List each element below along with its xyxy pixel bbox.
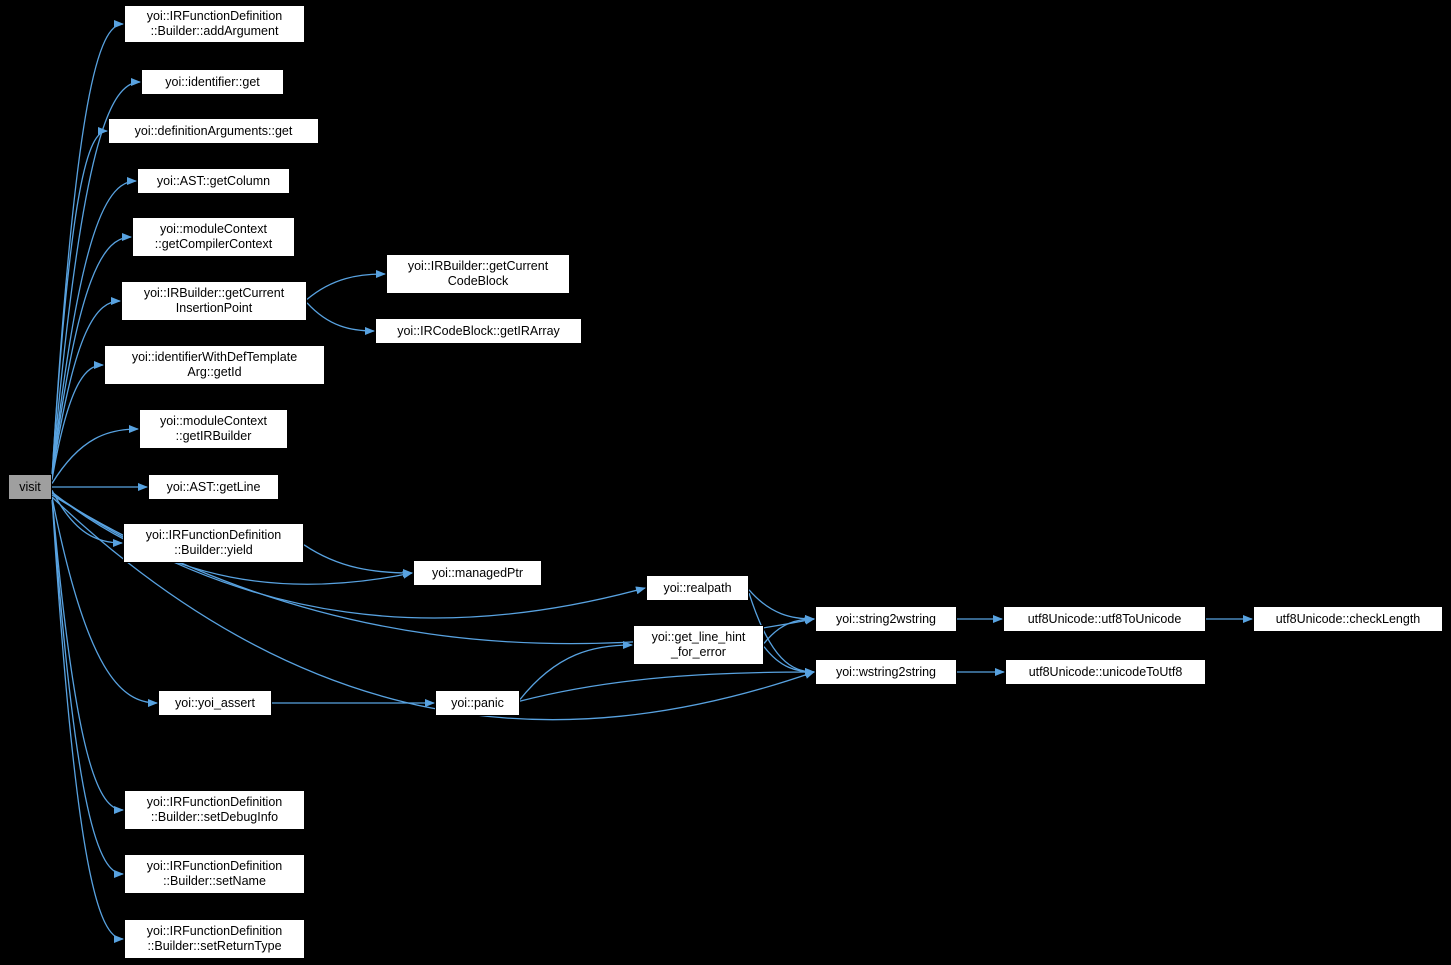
node-managedPtr[interactable]: yoi::managedPtr (413, 560, 542, 586)
node-label-line: ::Builder::setReturnType (147, 939, 282, 953)
node-label-line: yoi::moduleContext (159, 222, 267, 236)
edge-visit-to-setName (51, 496, 124, 878)
node-label-line: yoi::realpath (663, 580, 732, 595)
edge-panic-to-getLineHint (519, 641, 633, 700)
node-label-line: _for_error (671, 645, 726, 659)
edge-visit-to-getCurrentInsertionPoint (51, 297, 121, 478)
edge-visit-to-getColumn (51, 177, 137, 478)
node-label-line: visit (19, 479, 41, 494)
node-label-line: yoi::IRFunctionDefinition (146, 859, 283, 873)
node-panic[interactable]: yoi::panic (435, 690, 520, 716)
node-getIRArray[interactable]: yoi::IRCodeBlock::getIRArray (375, 318, 582, 344)
edge-visit-to-getIRBuilder (51, 425, 139, 484)
node-label-line: CodeBlock (447, 274, 509, 288)
edge-visit-to-setReturnType (51, 496, 124, 943)
edge-visit-to-yoiAssert (51, 496, 158, 707)
node-label-line: Arg::getId (187, 365, 242, 379)
node-label-line: ::Builder::setDebugInfo (150, 810, 279, 824)
node-string2wstring[interactable]: yoi::string2wstring (815, 606, 957, 632)
node-label-line: utf8Unicode::utf8ToUnicode (1027, 611, 1182, 626)
node-label-line: ::getCompilerContext (154, 237, 273, 251)
node-label-line: yoi::AST::getColumn (156, 173, 271, 188)
node-getLine[interactable]: yoi::AST::getLine (148, 474, 279, 500)
node-identifierGet[interactable]: yoi::identifier::get (141, 69, 284, 95)
node-label-line: yoi::IRFunctionDefinition (146, 924, 283, 938)
node-label-line: yoi::panic (451, 695, 504, 710)
node-label-line: yoi::definitionArguments::get (134, 123, 293, 138)
node-getCompilerContext[interactable]: yoi::moduleContext::getCompilerContext (132, 217, 295, 257)
edge-visit-to-wstring2string (51, 496, 815, 721)
node-unicodeToUtf8[interactable]: utf8Unicode::unicodeToUtf8 (1005, 659, 1206, 685)
node-visit: visit (8, 474, 52, 500)
node-label-line: yoi::IRFunctionDefinition (146, 9, 283, 23)
node-getIRBuilder[interactable]: yoi::moduleContext::getIRBuilder (139, 409, 288, 449)
edge-getCurrentInsertionPoint-to-getIRArray (306, 302, 375, 335)
node-label-line: yoi::yoi_assert (175, 695, 255, 710)
edge-getCurrentInsertionPoint-to-getCurrentCodeBlock (306, 270, 386, 300)
node-label-line: yoi::identifier::get (165, 74, 260, 89)
node-addArgument[interactable]: yoi::IRFunctionDefinition::Builder::addA… (124, 5, 305, 43)
edge-visit-to-managedPtr (51, 491, 413, 585)
node-setName[interactable]: yoi::IRFunctionDefinition::Builder::setN… (124, 854, 305, 894)
node-setReturnType[interactable]: yoi::IRFunctionDefinition::Builder::setR… (124, 919, 305, 959)
node-label-line: utf8Unicode::checkLength (1275, 611, 1421, 626)
edge-visit-to-identifierGet (51, 78, 141, 478)
edge-visit-to-getCompilerContext (51, 233, 132, 478)
edge-getLineHint-to-string2wstring (763, 615, 815, 644)
node-label-line: yoi::IRBuilder::getCurrent (143, 286, 285, 300)
node-label-line: yoi::IRFunctionDefinition (145, 528, 282, 542)
node-getColumn[interactable]: yoi::AST::getColumn (137, 168, 290, 194)
node-label-line: ::Builder::setName (163, 874, 266, 888)
edge-panic-to-wstring2string (519, 668, 815, 702)
node-label-line: ::Builder::addArgument (150, 24, 279, 38)
edge-visit-to-getId (51, 361, 104, 480)
node-realpath[interactable]: yoi::realpath (646, 575, 749, 601)
edge-visit-to-setDebugInfo (51, 496, 124, 814)
edge-visit-to-defArgsGet (51, 127, 108, 478)
node-label-line: yoi::get_line_hint (651, 630, 746, 644)
node-label-line: yoi::managedPtr (431, 565, 524, 580)
node-defArgsGet[interactable]: yoi::definitionArguments::get (108, 118, 319, 144)
node-label-line: yoi::wstring2string (835, 664, 937, 679)
node-getLineHint[interactable]: yoi::get_line_hint_for_error (633, 625, 764, 665)
node-label-line: yoi::identifierWithDefTemplate (131, 350, 298, 364)
node-setDebugInfo[interactable]: yoi::IRFunctionDefinition::Builder::setD… (124, 790, 305, 830)
node-label-line: yoi::IRCodeBlock::getIRArray (397, 323, 560, 338)
node-label-line: ::getIRBuilder (175, 429, 252, 443)
node-yoiAssert[interactable]: yoi::yoi_assert (158, 690, 272, 716)
node-label-line: yoi::IRBuilder::getCurrent (407, 259, 549, 273)
node-utf8ToUnicode[interactable]: utf8Unicode::utf8ToUnicode (1003, 606, 1206, 632)
node-label-line: yoi::IRFunctionDefinition (146, 795, 283, 809)
node-label-line: ::Builder::yield (174, 543, 253, 557)
edge-yield-to-managedPtr (303, 544, 413, 577)
node-checkLength[interactable]: utf8Unicode::checkLength (1253, 606, 1443, 632)
node-label-line: yoi::string2wstring (835, 611, 937, 626)
node-label-line: utf8Unicode::unicodeToUtf8 (1028, 664, 1183, 679)
node-wstring2string[interactable]: yoi::wstring2string (815, 659, 957, 685)
node-yield[interactable]: yoi::IRFunctionDefinition::Builder::yiel… (123, 523, 304, 563)
node-label-line: InsertionPoint (175, 301, 253, 315)
node-label-line: yoi::AST::getLine (166, 479, 261, 494)
node-label-line: yoi::moduleContext (159, 414, 267, 428)
